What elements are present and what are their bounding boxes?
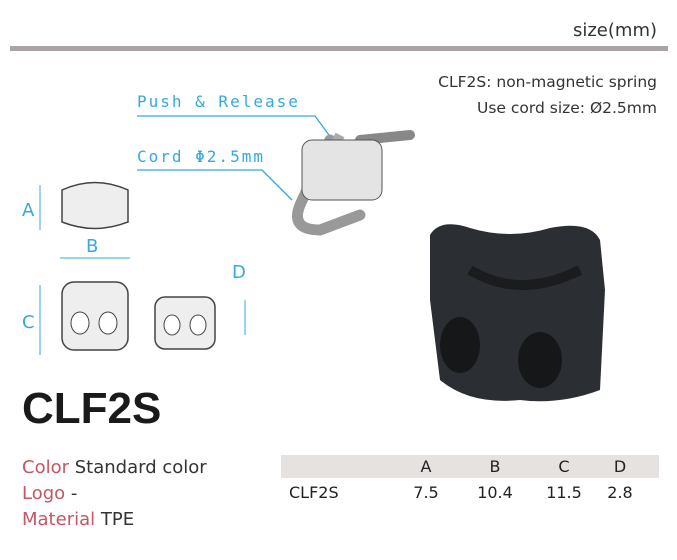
dim-label-c: C (22, 312, 35, 333)
spec-key: Color (22, 457, 69, 478)
size-unit-label: size(mm) (572, 20, 657, 41)
cell-d: 2.8 (607, 483, 633, 502)
dim-label-a: A (22, 200, 35, 221)
product-title: CLF2S (22, 384, 162, 433)
col-header-a: A (420, 457, 432, 476)
product-diagram: A B C D (22, 115, 605, 402)
push-release-label: Push & Release (137, 92, 300, 111)
note-spring: CLF2S: non-magnetic spring (438, 73, 657, 91)
table-row: CLF2S 7.5 10.4 11.5 2.8 (281, 478, 659, 506)
spec-key: Logo (22, 483, 66, 504)
cell-c: 11.5 (546, 483, 582, 502)
product-photo (430, 224, 605, 402)
col-header-b: B (489, 457, 501, 476)
header-divider (10, 46, 668, 51)
spec-logo: Logo - (22, 483, 77, 504)
dim-label-b: B (86, 236, 98, 257)
dimension-table: A B C D CLF2S 7.5 10.4 11.5 2.8 (281, 455, 659, 506)
table-header: A B C D (281, 455, 659, 478)
spec-value: Standard color (74, 457, 207, 478)
spec-value: - (70, 483, 78, 504)
cord-lock-with-cord-illustration (292, 130, 415, 236)
dimension-drawings (39, 185, 246, 355)
dim-label-d: D (232, 262, 246, 283)
cell-a: 7.5 (413, 483, 439, 502)
cord-label: Cord Φ2.5mm (137, 147, 265, 166)
col-header-c: C (558, 457, 570, 476)
spec-material: Material TPE (22, 509, 134, 530)
note-cord-size: Use cord size: Ø2.5mm (476, 99, 657, 117)
cell-model: CLF2S (289, 483, 339, 502)
spec-key: Material (22, 509, 96, 530)
spec-color: Color Standard color (22, 457, 207, 478)
cell-b: 10.4 (477, 483, 513, 502)
col-header-d: D (613, 457, 627, 476)
spec-value: TPE (100, 509, 135, 530)
